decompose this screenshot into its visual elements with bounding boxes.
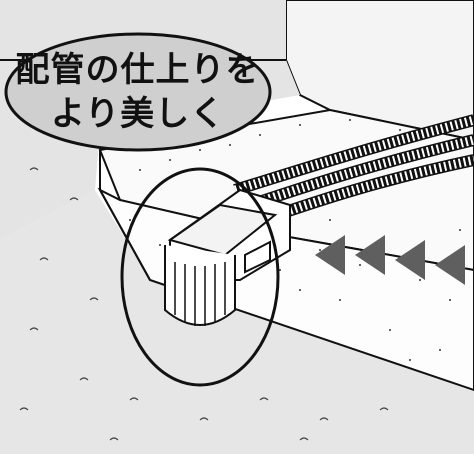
callout-text: 配管の仕上りを より美しく <box>8 36 268 148</box>
direction-arrow-icon <box>435 245 465 285</box>
callout-line-2: より美しく <box>50 94 226 134</box>
direction-arrow-icon <box>355 235 385 275</box>
direction-arrow-icon <box>395 240 425 280</box>
callout-bubble <box>4 32 272 152</box>
pipe-cover-icon <box>164 188 291 326</box>
callout-line-1: 配管の仕上りを <box>15 49 261 90</box>
direction-arrow-icon <box>315 235 345 275</box>
floor-lower <box>0 190 474 454</box>
floor-texture <box>19 117 389 441</box>
direction-arrows <box>315 235 465 285</box>
highlight-circle <box>120 167 280 387</box>
